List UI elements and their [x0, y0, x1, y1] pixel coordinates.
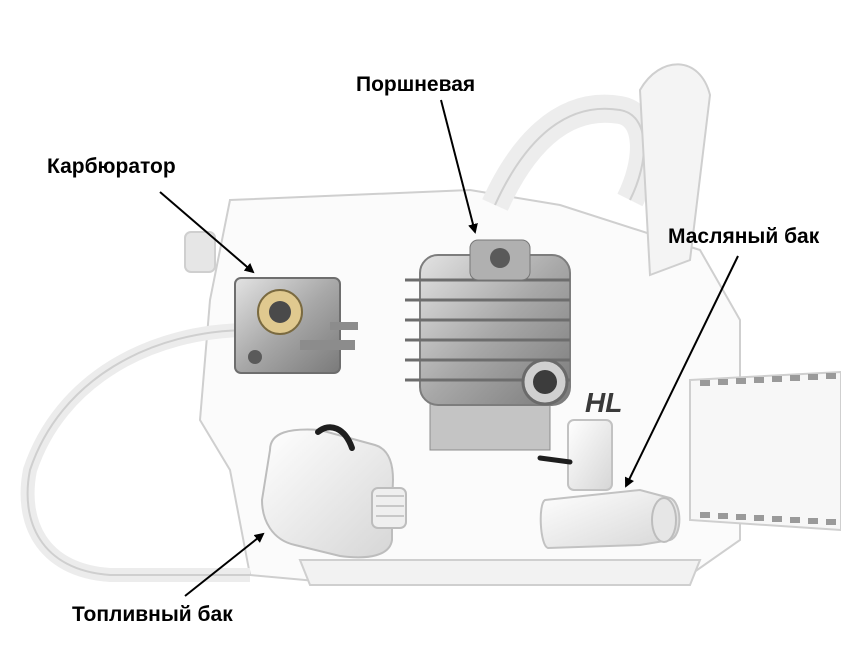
- arrow-carburetor: [159, 191, 255, 274]
- label-carburetor: Карбюратор: [47, 155, 176, 178]
- label-oil-tank: Масляный бак: [668, 225, 820, 248]
- piston-cylinder-part: [405, 239, 571, 451]
- arrow-piston: [440, 99, 478, 234]
- label-piston: Поршневая: [356, 73, 476, 96]
- saw-chain: [700, 373, 836, 525]
- oil-tank-part: [537, 419, 681, 550]
- brand-text: HL: [585, 387, 622, 418]
- label-fuel-tank: Топливный бак: [72, 603, 233, 626]
- arrow-oil-tank: [625, 255, 739, 488]
- fuel-tank-part: [260, 424, 407, 559]
- arrow-fuel-tank: [184, 532, 265, 597]
- pointer-arrows: [159, 99, 739, 597]
- carburetor-part: [234, 277, 358, 374]
